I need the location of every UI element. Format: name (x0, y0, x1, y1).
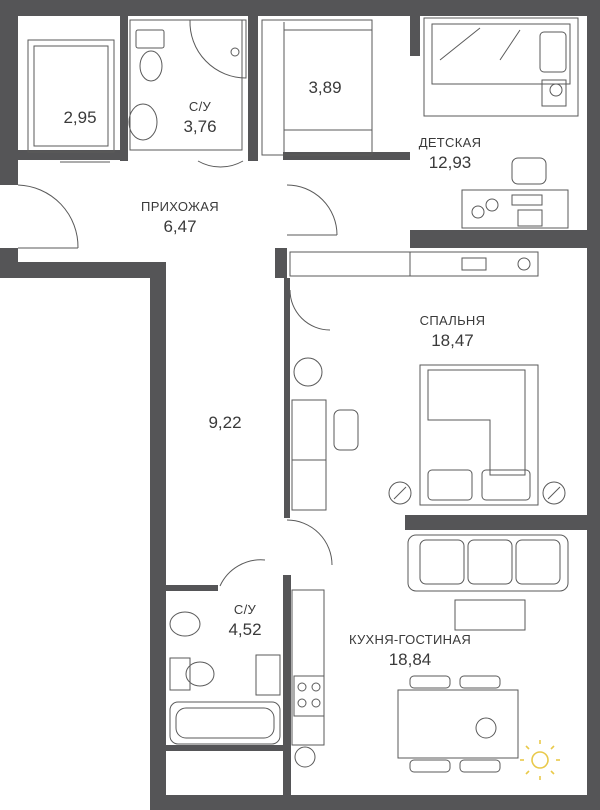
sun-icon (520, 740, 560, 780)
sink-icon (128, 103, 158, 141)
room-name: С/У (188, 99, 212, 114)
toilet-tank-icon (135, 29, 165, 49)
room-bath-bottom: С/У 4,52 (205, 602, 285, 639)
fixtures (17, 17, 579, 773)
room-corridor: 9,22 (190, 413, 260, 433)
room-area: 6,47 (163, 216, 197, 236)
bathtub-icon (169, 701, 281, 745)
toilet-icon (139, 50, 163, 82)
room-area: 18,84 (388, 649, 432, 669)
room-wardrobe: 3,89 (280, 78, 370, 98)
sink-icon (169, 611, 201, 637)
room-storage: 2,95 (40, 108, 120, 128)
stove-icon (293, 675, 325, 717)
table-icon (397, 689, 519, 759)
room-bath-top: С/У 3,76 (160, 99, 240, 136)
toilet-tank-icon (169, 657, 191, 691)
table-icon (461, 189, 569, 229)
bed-icon (423, 17, 579, 117)
room-name: ПРИХОЖАЯ (141, 199, 219, 214)
room-area: 9,22 (208, 413, 242, 432)
room-area: 3,76 (183, 116, 217, 136)
room-area: 18,47 (431, 330, 474, 350)
room-area: 2,95 (63, 108, 97, 127)
bed-icon (419, 364, 539, 506)
room-area: 3,89 (308, 78, 342, 97)
room-name: КУХНЯ-ГОСТИНАЯ (348, 632, 472, 647)
sofa-icon (407, 534, 569, 592)
washing-machine-icon (255, 654, 281, 696)
room-area: 12,93 (428, 152, 472, 172)
chair-icon (511, 157, 547, 185)
room-living: КУХНЯ-ГОСТИНАЯ 18,84 (330, 632, 490, 669)
room-name: СПАЛЬНЯ (419, 313, 486, 328)
toilet-icon (185, 661, 215, 687)
room-area: 4,52 (228, 619, 262, 639)
room-name: С/У (233, 602, 257, 617)
room-kids: ДЕТСКАЯ 12,93 (400, 135, 500, 172)
room-bedroom: СПАЛЬНЯ 18,47 (400, 313, 505, 350)
room-hall: ПРИХОЖАЯ 6,47 (120, 199, 240, 236)
room-name: ДЕТСКАЯ (418, 135, 482, 150)
shower-icon (189, 19, 247, 79)
